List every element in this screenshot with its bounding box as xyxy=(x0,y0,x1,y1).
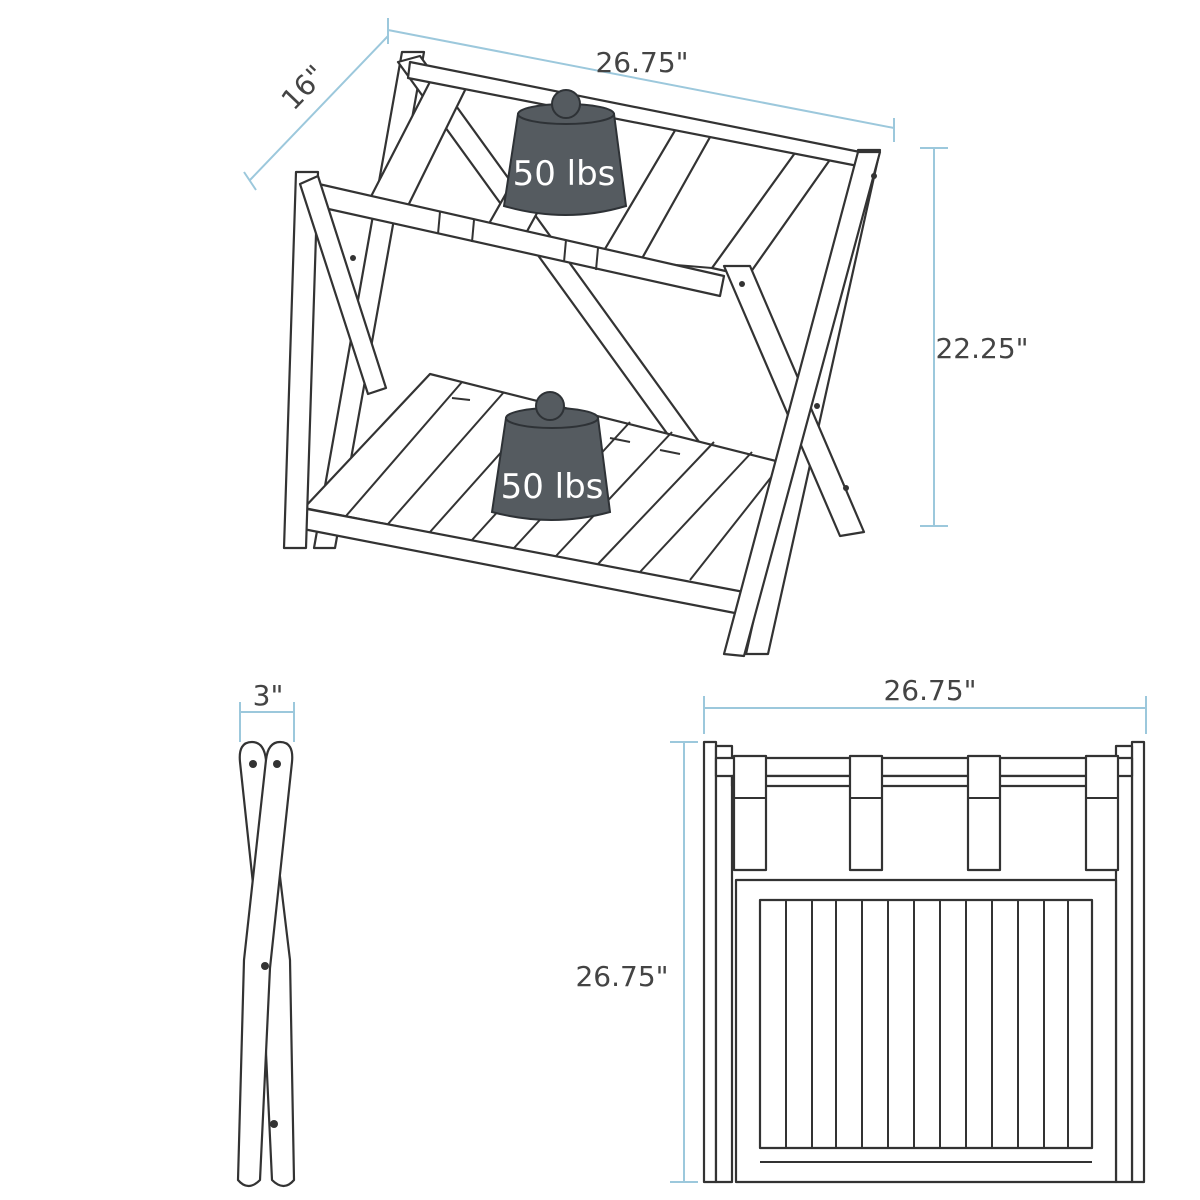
front-shelf-inner xyxy=(758,898,1094,1150)
front-width-label: 26.75" xyxy=(883,674,976,707)
depth-label: 16" xyxy=(275,59,332,117)
isometric-view: 50 lbs 50 lbs xyxy=(243,18,1029,658)
front-top-rail xyxy=(714,756,1134,778)
front-top-rail-lower xyxy=(730,774,1118,788)
front-left-leg-inner xyxy=(714,744,734,1184)
top-weight-label: 50 lbs xyxy=(513,154,616,194)
front-strap-1 xyxy=(732,754,768,872)
front-strap-3 xyxy=(966,754,1002,872)
front-strap-4 xyxy=(1084,754,1120,872)
front-view: 26.75" 26.75" xyxy=(575,674,1147,1184)
bottom-weight-label: 50 lbs xyxy=(501,467,604,507)
top-weight: 50 lbs xyxy=(502,89,628,216)
bottom-shelf-slats xyxy=(345,381,781,581)
thickness-label: 3" xyxy=(253,679,284,712)
side-height-label: 22.25" xyxy=(935,332,1028,365)
front-shelf-slats xyxy=(785,900,1069,1148)
front-strap-2 xyxy=(848,754,884,872)
top-width-label: 26.75" xyxy=(595,46,688,79)
dimension-lines-iso xyxy=(243,18,948,527)
front-right-leg-outer xyxy=(1130,740,1146,1184)
top-front-rail-bands xyxy=(437,211,599,271)
side-folded-view: 3" xyxy=(236,679,296,1188)
front-left-leg-outer xyxy=(702,740,718,1184)
front-legs xyxy=(282,150,882,658)
front-height-label: 26.75" xyxy=(575,960,668,993)
bottom-weight: 50 lbs xyxy=(490,391,612,521)
